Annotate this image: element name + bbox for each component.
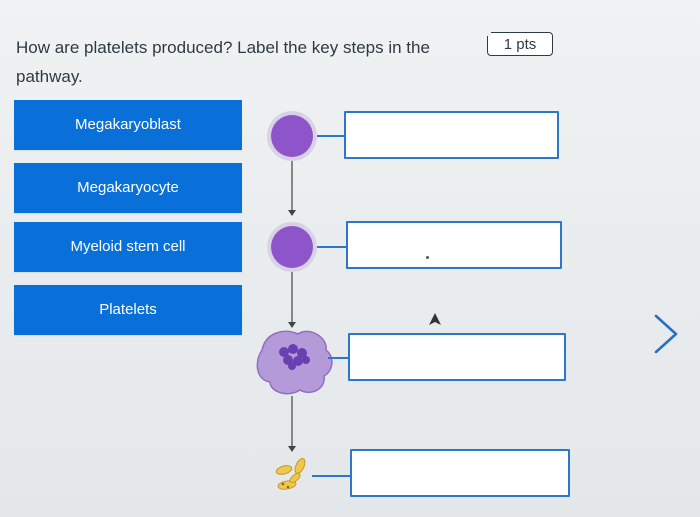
- stage-2-cell-icon: [267, 222, 317, 328]
- drop-zone-2[interactable]: [346, 221, 562, 269]
- chevron-right-icon[interactable]: [650, 312, 680, 356]
- stage-4-platelets-icon: [275, 458, 306, 490]
- drag-label-megakaryocyte[interactable]: Megakaryocyte: [14, 163, 242, 213]
- stage-3-megakaryocyte-icon: [256, 330, 333, 452]
- drag-label-myeloid-stem-cell[interactable]: Myeloid stem cell: [14, 222, 242, 272]
- stray-dot: [426, 256, 429, 259]
- drop-zone-3[interactable]: [348, 333, 566, 381]
- drag-label-platelets[interactable]: Platelets: [14, 285, 242, 335]
- drag-label-megakaryoblast[interactable]: Megakaryoblast: [14, 100, 242, 150]
- points-badge: 1 pts: [487, 32, 553, 56]
- drop-zone-4[interactable]: [350, 449, 570, 497]
- platelet-pathway-diagram: [256, 111, 350, 490]
- mouse-cursor-icon: [429, 313, 441, 325]
- drop-zone-1[interactable]: [344, 111, 559, 159]
- stage-1-cell-icon: [267, 111, 317, 216]
- question-text: How are platelets produced? Label the ke…: [16, 38, 430, 86]
